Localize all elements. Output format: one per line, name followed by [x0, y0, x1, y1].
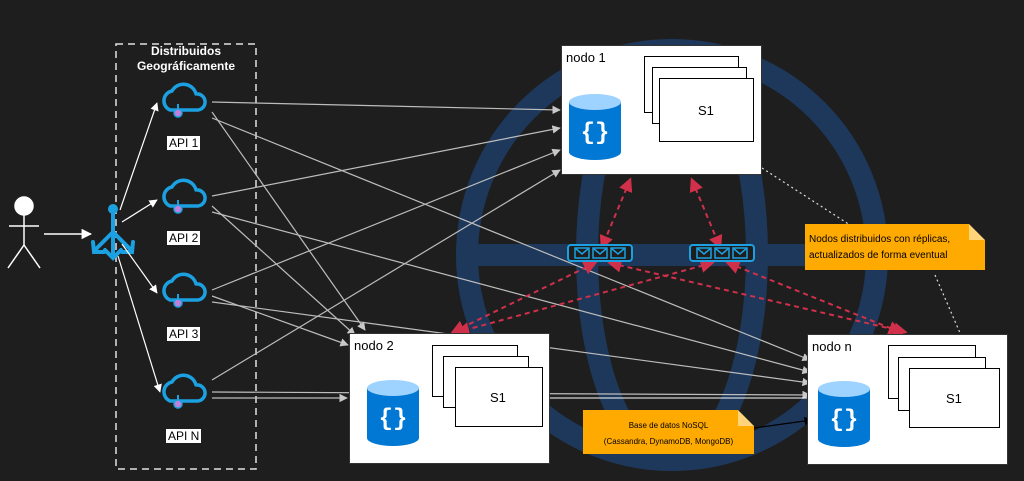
node-n[interactable]: nodo n {} S1 — [807, 334, 1008, 465]
message-queue-icon — [567, 244, 633, 262]
document-page: S1 — [455, 367, 543, 427]
region-title-line2: Geográficamente — [136, 59, 236, 73]
svg-text:{}: {} — [830, 407, 859, 434]
region-title: Distribuidos Geográficamente — [116, 44, 256, 74]
message-queue-icon — [689, 244, 755, 262]
svg-text:{}: {} — [581, 120, 610, 147]
node-1[interactable]: nodo 1 {} S1 — [561, 45, 762, 175]
node-2[interactable]: nodo 2 {} S1 — [349, 333, 550, 464]
api-label: API 3 — [167, 327, 201, 341]
replicas-note-line2: actualizados de forma eventual — [809, 250, 948, 261]
shard-label: S1 — [490, 390, 506, 405]
api-label: API N — [166, 429, 202, 443]
svg-text:{}: {} — [379, 406, 408, 433]
region-title-line1: Distribuidos — [150, 44, 221, 58]
nosql-note-arrow — [753, 416, 813, 429]
cloud-api-icon — [162, 272, 207, 308]
nosql-note: Base de datos NoSQL (Cassandra, DynamoDB… — [583, 410, 754, 454]
replicas-note: Nodos distribuidos con réplicas, actuali… — [805, 224, 985, 270]
document-page: S1 — [909, 368, 1000, 428]
database-icon: {} — [818, 381, 870, 447]
lb-to-api-arrows — [117, 102, 162, 393]
user-icon — [7, 196, 41, 269]
database-icon: {} — [569, 94, 621, 160]
cloud-api-icon — [162, 373, 207, 409]
replicas-note-connector — [761, 167, 851, 226]
note-fold — [969, 224, 985, 240]
replication-arrows — [450, 177, 908, 337]
node-title: nodo 2 — [354, 338, 394, 353]
load-balancer-icon — [91, 204, 135, 261]
node-title: nodo 1 — [566, 50, 606, 65]
shard-label: S1 — [698, 103, 714, 118]
node-title: nodo n — [812, 339, 852, 354]
cloud-api-icon — [162, 178, 207, 214]
document-page: S1 — [659, 78, 754, 142]
cloud-api-icon — [162, 82, 207, 118]
note-fold — [738, 410, 754, 426]
replicas-note-line1: Nodos distribuidos con réplicas, — [809, 234, 951, 245]
api-label: API 1 — [167, 136, 201, 150]
database-icon: {} — [367, 380, 419, 446]
nosql-note-line1: Base de datos NoSQL — [628, 421, 709, 430]
api-label: API 2 — [167, 231, 201, 245]
nosql-note-line2: (Cassandra, DynamoDB, MongoDB) — [603, 437, 734, 446]
shard-label: S1 — [946, 391, 962, 406]
replicas-note-connector — [934, 274, 961, 334]
